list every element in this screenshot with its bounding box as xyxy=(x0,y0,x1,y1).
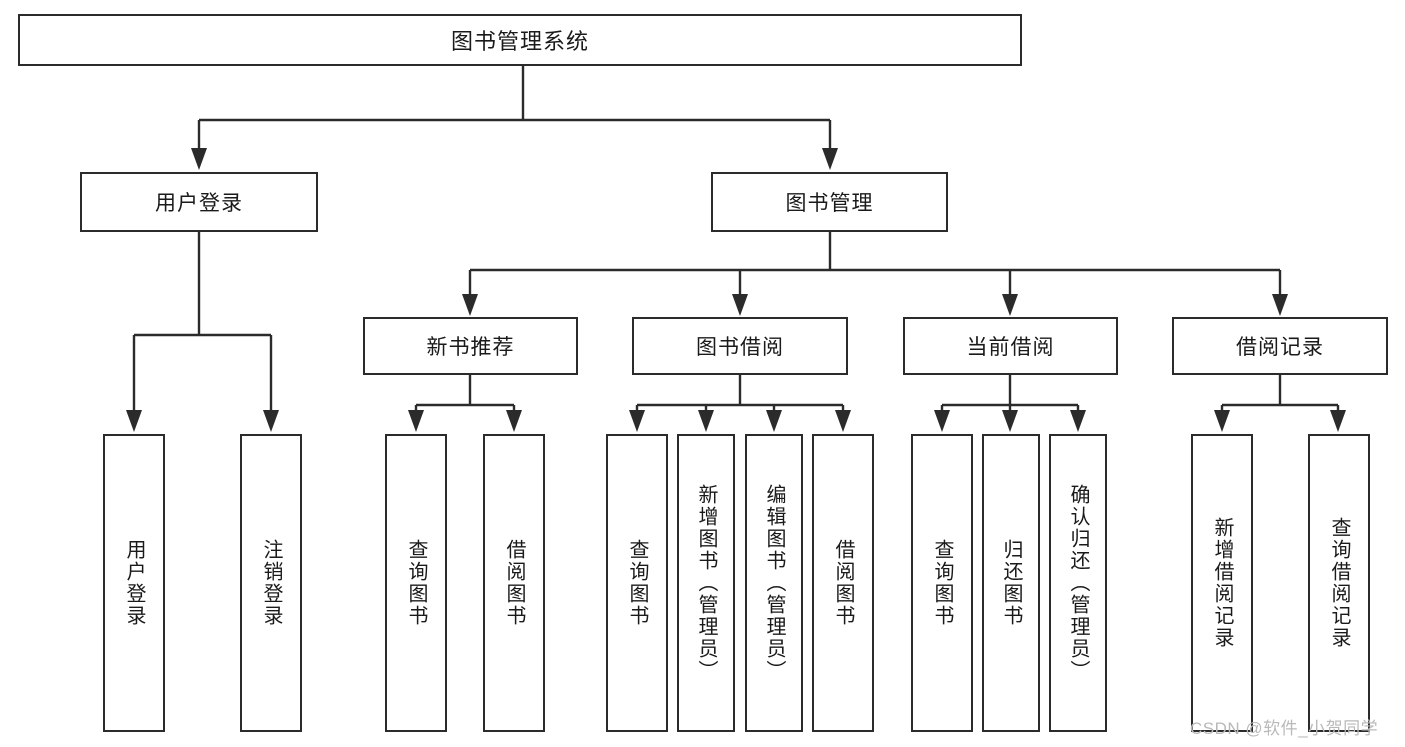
arrowhead-leaf-9 xyxy=(934,410,950,432)
arrowhead-user-login xyxy=(191,148,207,170)
node-label: 用户登录 xyxy=(155,192,243,215)
arrowhead-new-book xyxy=(462,294,478,316)
node-root-system[interactable]: 图书管理系统 xyxy=(18,14,1022,66)
node-label: 图书借阅 xyxy=(696,336,784,359)
arrowhead-leaf-1 xyxy=(126,410,142,432)
arrowhead-borrow xyxy=(732,294,748,316)
leaf-confirm-return-admin[interactable]: 确认归还（管理员） xyxy=(1049,434,1107,732)
arrowhead-leaf-7 xyxy=(766,410,782,432)
arrowhead-book-manage xyxy=(822,148,838,170)
node-label: 图书管理系统 xyxy=(450,29,589,54)
leaf-user-login[interactable]: 用户登录 xyxy=(103,434,165,732)
node-new-book-recommend[interactable]: 新书推荐 xyxy=(363,317,578,375)
node-label: 当前借阅 xyxy=(966,336,1055,359)
node-user-login[interactable]: 用户登录 xyxy=(80,172,318,232)
arrowhead-leaf-11 xyxy=(1070,410,1086,432)
node-label: 新增图书（管理员） xyxy=(695,484,717,682)
node-label: 借阅图书 xyxy=(503,539,525,627)
leaf-borrow-book-new[interactable]: 借阅图书 xyxy=(483,434,545,732)
arrowhead-leaf-12 xyxy=(1214,410,1230,432)
leaf-query-book-new[interactable]: 查询图书 xyxy=(385,434,447,732)
node-label: 编辑图书（管理员） xyxy=(763,484,785,682)
watermark: CSDN @软件_小贺同学 xyxy=(1190,719,1379,738)
node-label: 借阅记录 xyxy=(1236,336,1324,359)
node-current-borrow[interactable]: 当前借阅 xyxy=(903,317,1118,375)
arrowhead-leaf-13 xyxy=(1330,410,1346,432)
arrowhead-leaf-10 xyxy=(1002,410,1018,432)
leaf-edit-book-admin[interactable]: 编辑图书（管理员） xyxy=(745,434,803,732)
node-label: 新书推荐 xyxy=(426,336,515,359)
arrowhead-leaf-6 xyxy=(698,410,714,432)
leaf-borrow-book[interactable]: 借阅图书 xyxy=(812,434,874,732)
node-label: 借阅图书 xyxy=(832,539,854,627)
node-borrow-record[interactable]: 借阅记录 xyxy=(1172,317,1388,375)
node-book-management[interactable]: 图书管理 xyxy=(711,172,948,232)
arrowhead-leaf-5 xyxy=(629,410,645,432)
leaf-logout[interactable]: 注销登录 xyxy=(240,434,302,732)
node-label: 用户登录 xyxy=(123,539,145,627)
node-book-borrow[interactable]: 图书借阅 xyxy=(632,317,848,375)
arrowhead-current xyxy=(1002,294,1018,316)
leaf-add-book-admin[interactable]: 新增图书（管理员） xyxy=(677,434,735,732)
leaf-add-borrow-record[interactable]: 新增借阅记录 xyxy=(1191,434,1253,732)
node-label: 新增借阅记录 xyxy=(1211,517,1233,649)
arrowhead-record xyxy=(1272,294,1288,316)
node-label: 注销登录 xyxy=(260,539,282,627)
node-label: 查询图书 xyxy=(931,539,953,627)
arrowhead-leaf-2 xyxy=(263,410,279,432)
leaf-query-book-borrow[interactable]: 查询图书 xyxy=(606,434,668,732)
arrowhead-leaf-3 xyxy=(408,410,424,432)
arrowhead-leaf-8 xyxy=(835,410,851,432)
node-label: 查询图书 xyxy=(405,539,427,627)
node-label: 图书管理 xyxy=(785,192,874,215)
node-label: 查询借阅记录 xyxy=(1328,517,1350,649)
node-label: 归还图书 xyxy=(1000,539,1022,627)
leaf-query-book-current[interactable]: 查询图书 xyxy=(911,434,973,732)
arrowhead-leaf-4 xyxy=(506,410,522,432)
node-label: 查询图书 xyxy=(626,539,648,627)
leaf-return-book[interactable]: 归还图书 xyxy=(982,434,1040,732)
leaf-query-borrow-record[interactable]: 查询借阅记录 xyxy=(1308,434,1370,732)
node-label: 确认归还（管理员） xyxy=(1067,484,1089,682)
